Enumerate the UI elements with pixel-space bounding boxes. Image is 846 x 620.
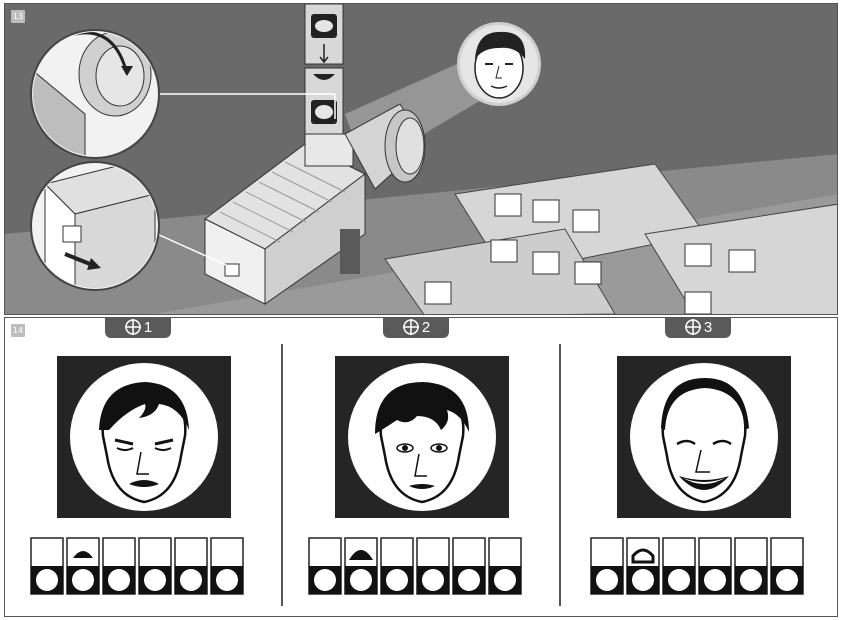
film-strip xyxy=(304,4,344,149)
option-label-2: 2 xyxy=(421,318,431,336)
slide-strip-1 xyxy=(30,537,244,595)
column-divider xyxy=(281,344,283,606)
step-number-14: 14 xyxy=(11,324,25,337)
option-tab-1: 1 xyxy=(105,318,171,338)
option-tab-2: 2 xyxy=(383,318,449,338)
face-option-3 xyxy=(617,356,791,518)
option-label-1: 1 xyxy=(143,318,153,336)
projector xyxy=(204,103,426,305)
projected-face xyxy=(457,22,541,106)
column-divider xyxy=(559,344,561,606)
face-option-1 xyxy=(57,356,231,518)
option-label-3: 3 xyxy=(703,318,713,336)
step-number-13: 13 xyxy=(11,10,25,23)
projector-scene-illustration xyxy=(5,4,837,314)
step-13-panel: 13 xyxy=(4,3,838,315)
lens-rotation-callout xyxy=(30,29,160,159)
step-14-panel: 14 1 2 3 xyxy=(4,317,838,617)
slide-tray xyxy=(384,163,837,314)
face-option-2 xyxy=(335,356,509,518)
push-slide-callout xyxy=(30,161,160,291)
slide-strip-3 xyxy=(590,537,804,595)
crosshair-circle-icon xyxy=(124,319,141,335)
option-tab-3: 3 xyxy=(665,318,731,338)
slide-strip-2 xyxy=(308,537,522,595)
crosshair-circle-icon xyxy=(684,319,701,335)
crosshair-circle-icon xyxy=(402,319,419,335)
